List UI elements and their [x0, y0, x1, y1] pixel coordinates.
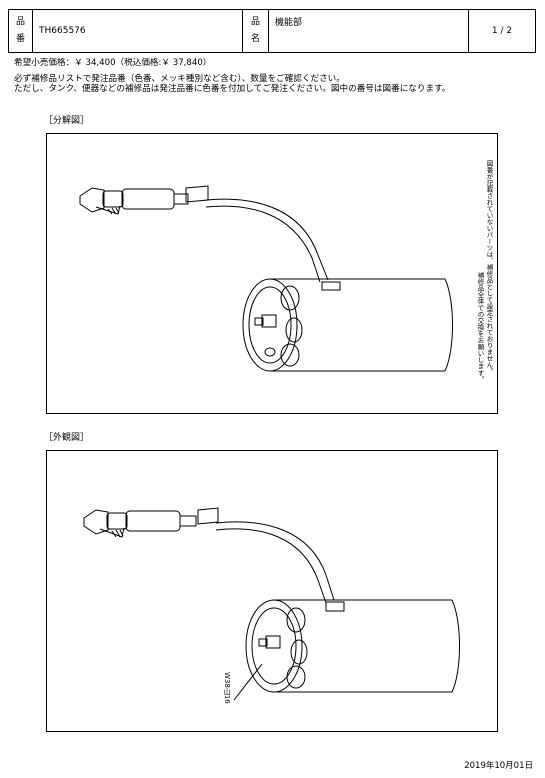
exploded-note-1: 図番が記載されていないパーツは、補修品として設定されておりません。 [485, 160, 493, 375]
part-no-value: TH665576 [32, 9, 243, 53]
note-line-1: 必ず補修品リストで発注品番（色番、メッキ種別など含む）、数量をご確認ください。 [14, 74, 345, 84]
exploded-drawing [79, 185, 453, 372]
external-view-frame [46, 450, 498, 732]
part-no-label: 品 番 [8, 9, 33, 53]
note-line-2: ただし、タンク、便器などの補修品は発注品番に色番を付加してご発注ください。図中の… [14, 84, 451, 94]
price-line: 希望小売価格：￥ 34,400（税込価格:￥ 37,840） [14, 58, 212, 68]
external-drawing [83, 507, 460, 701]
page-number: 1 / 2 [468, 9, 536, 53]
exploded-note-2: 補修品全体での交換をお願いします。 [476, 272, 484, 383]
footer-date: 2019年10月01日 [464, 761, 533, 771]
exploded-view-title: ［分解図］ [44, 116, 90, 126]
external-view-title: ［外観図］ [44, 433, 90, 443]
product-name-value: 機能部 [268, 9, 469, 53]
header-table: 品 番 TH665576 品 名 機能部 1 / 2 [8, 9, 536, 53]
exploded-view-frame [46, 133, 498, 414]
thread-callout: W38山16 [223, 672, 231, 704]
